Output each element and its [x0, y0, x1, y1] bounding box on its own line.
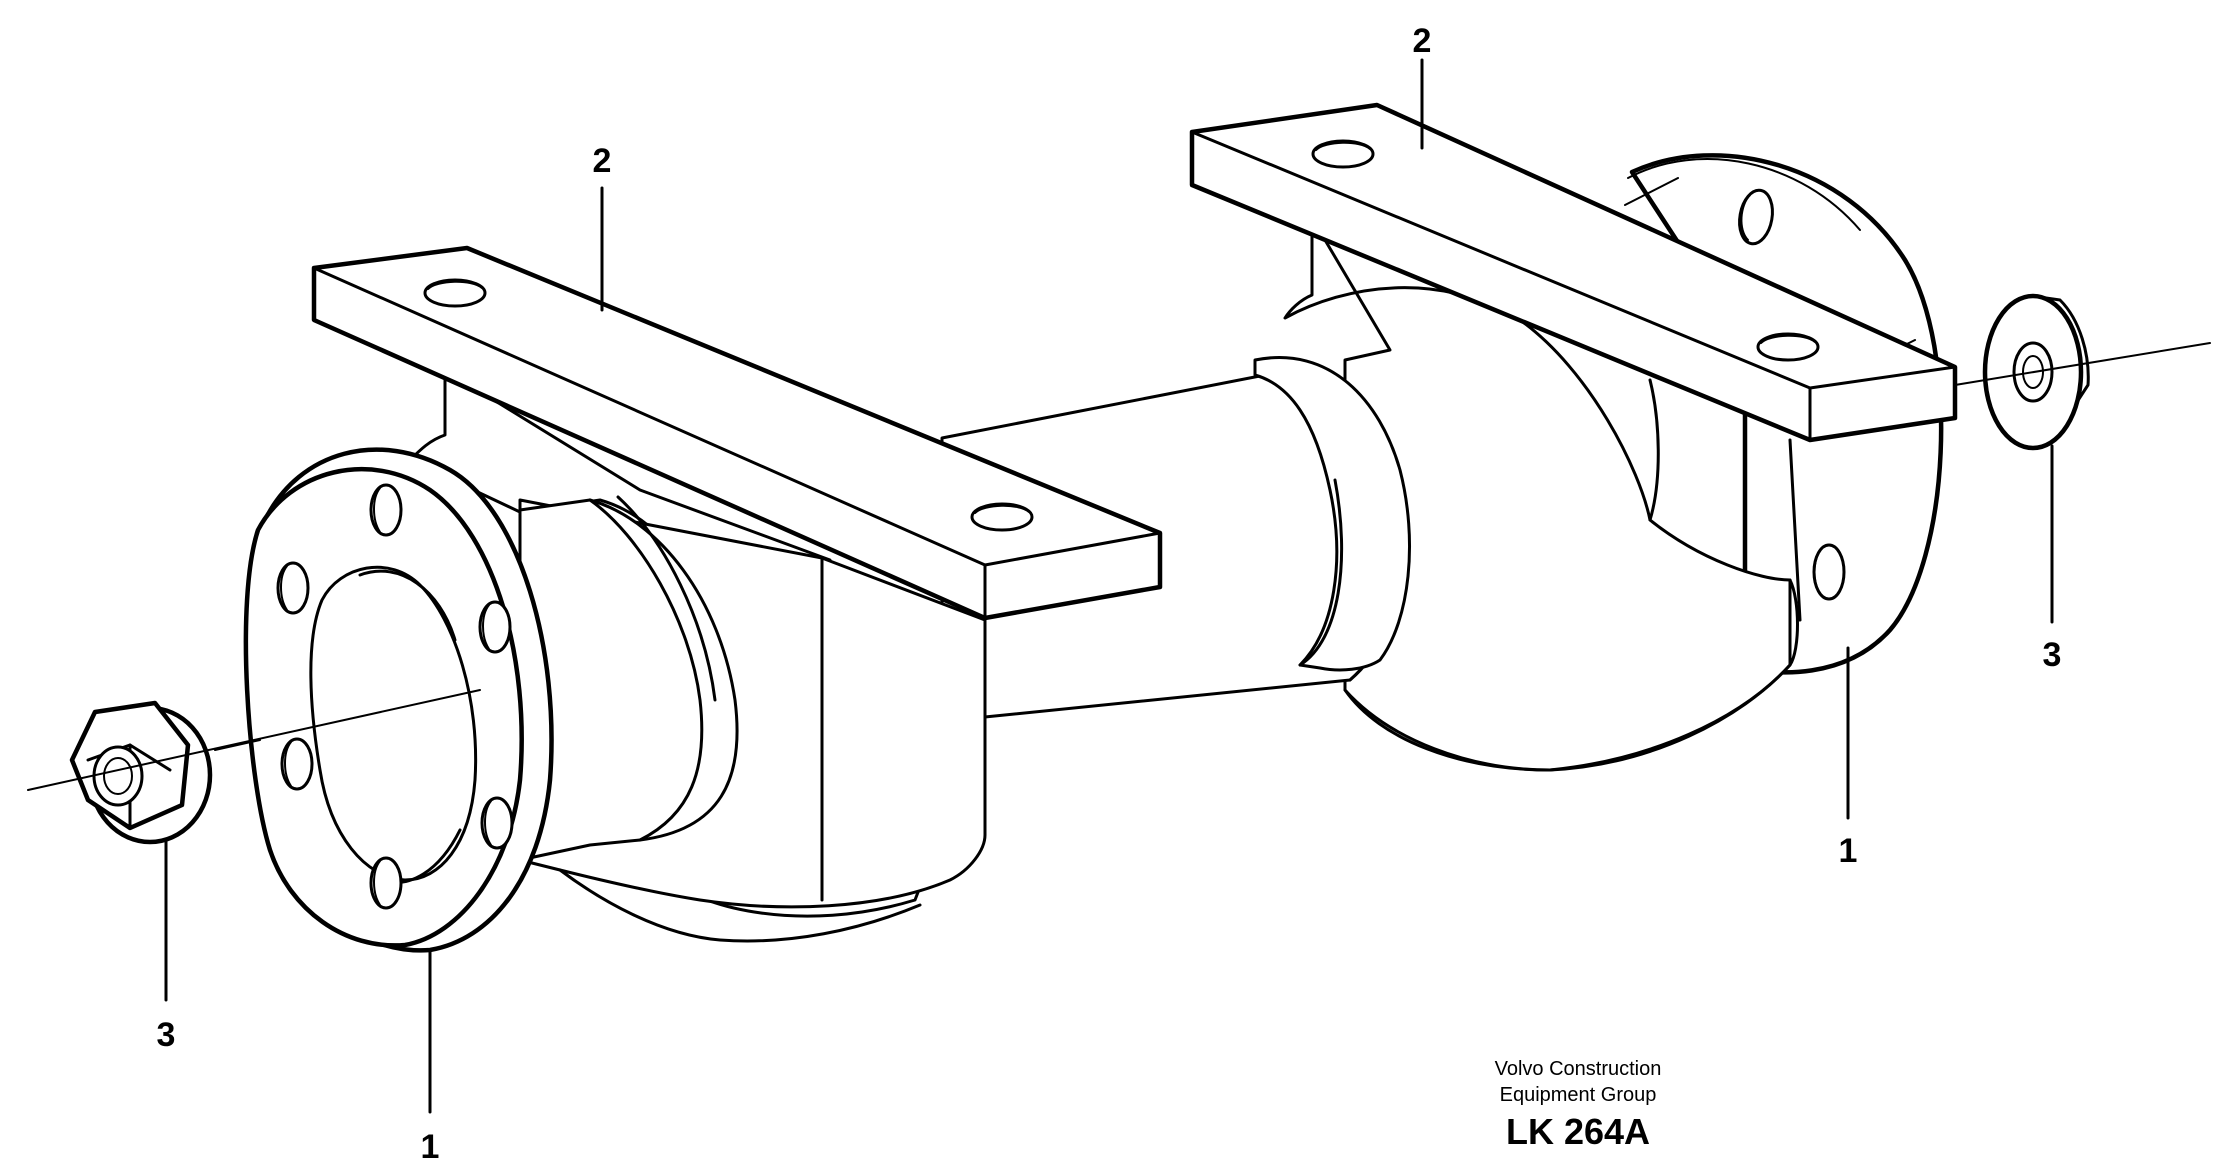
left-flange-hole-4 — [280, 737, 314, 791]
callout-flange-right: 1 — [1839, 832, 1858, 870]
left-bracket-hole-left — [423, 278, 487, 308]
drawing-code: LK 264A — [1506, 1111, 1650, 1152]
left-nut-thread — [92, 745, 144, 807]
callout-nut-right: 3 — [2043, 636, 2062, 674]
callout-bracket-left: 2 — [593, 142, 612, 180]
right-flange-rim — [1627, 158, 1861, 231]
credit-line-1: Volvo Construction — [1495, 1058, 1662, 1080]
shaft-collar — [1253, 356, 1411, 672]
left-flange-hole-2 — [276, 561, 310, 615]
leader-lines — [164, 58, 2054, 1114]
right-bracket-hole-right — [1756, 332, 1820, 362]
left-flange-nut — [69, 700, 213, 845]
credit-line-2: Equipment Group — [1500, 1084, 1657, 1106]
left-bracket-hole-right — [970, 502, 1034, 532]
right-bracket — [1189, 102, 1958, 443]
left-bearing-assembly — [243, 368, 987, 953]
cross-shaft — [940, 356, 1411, 720]
left-flange-hole-3 — [478, 600, 512, 654]
left-flange-hole-5 — [480, 796, 514, 850]
callout-labels: 2 2 3 3 1 1 — [157, 22, 2062, 1166]
left-bracket-plate — [311, 245, 1163, 621]
callout-bracket-right: 2 — [1413, 22, 1432, 60]
left-flange-hole-6 — [369, 856, 403, 910]
right-flange-hole-top — [1738, 188, 1774, 246]
right-bracket-hole-left — [1311, 139, 1375, 169]
left-flange-hole-1 — [369, 483, 403, 537]
callout-flange-left: 1 — [421, 1128, 440, 1166]
drawing-credit: Volvo Construction Equipment Group LK 26… — [1495, 1058, 1662, 1152]
right-axis-line — [1954, 342, 2211, 386]
center-axis-lines — [27, 342, 2211, 791]
left-bracket — [311, 245, 1163, 621]
left-axis-line — [27, 689, 481, 791]
right-housing-face — [1343, 578, 1792, 772]
callout-nut-left: 3 — [157, 1016, 176, 1054]
